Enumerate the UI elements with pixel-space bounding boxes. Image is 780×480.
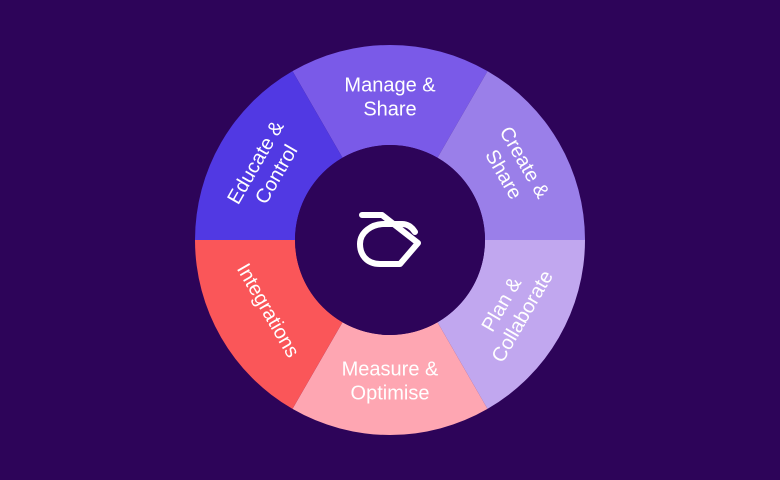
segment-label-line: Measure & (342, 358, 439, 380)
segment-manage-share (292, 44, 488, 158)
segment-create-share (437, 71, 585, 240)
segment-plan-collaborate (437, 240, 585, 409)
two-leaf-logo-icon (357, 212, 421, 267)
segment-label-line: Share (363, 98, 416, 120)
segment-educate-control (195, 71, 343, 240)
segment-label-measure-optimise: Measure &Optimise (342, 358, 439, 404)
segments-layer (195, 44, 585, 435)
segment-integrations (195, 240, 343, 409)
segment-label-line: Optimise (351, 382, 430, 404)
segment-measure-optimise (292, 322, 488, 435)
segment-label-line: Manage & (344, 74, 436, 96)
segment-label-manage-share: Manage &Share (344, 74, 436, 120)
center-hub (295, 145, 485, 335)
